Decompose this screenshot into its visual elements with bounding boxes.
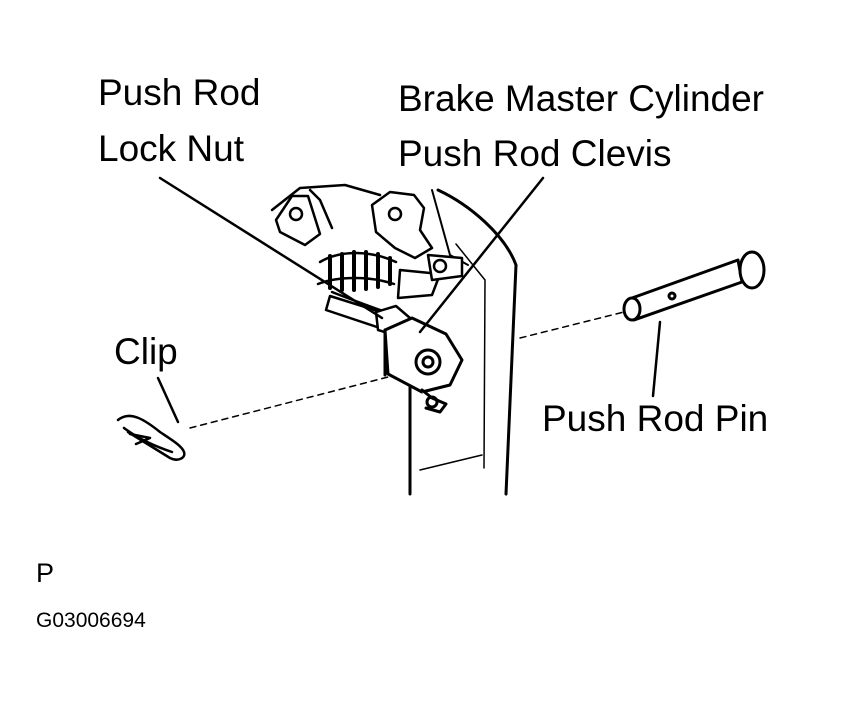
assembly-dashed-lines	[189, 311, 625, 429]
view-mark: P	[36, 558, 55, 588]
push-rod-pin	[622, 250, 766, 322]
leader-lines	[156, 176, 662, 424]
push-rod-clevis	[383, 316, 464, 414]
label-clip: Clip	[114, 331, 178, 372]
label-push-rod-pin: Push Rod Pin	[542, 398, 769, 439]
label-push-rod-clevis-line2: Push Rod Clevis	[398, 133, 672, 174]
figure-code: G03006694	[36, 609, 146, 632]
pedal-bracket	[270, 183, 464, 300]
label-push-rod-line1: Push Rod	[98, 72, 261, 113]
clip-part	[116, 414, 186, 461]
label-brake-master-cylinder-line1: Brake Master Cylinder	[398, 78, 765, 119]
label-lock-nut-line2: Lock Nut	[98, 128, 245, 169]
